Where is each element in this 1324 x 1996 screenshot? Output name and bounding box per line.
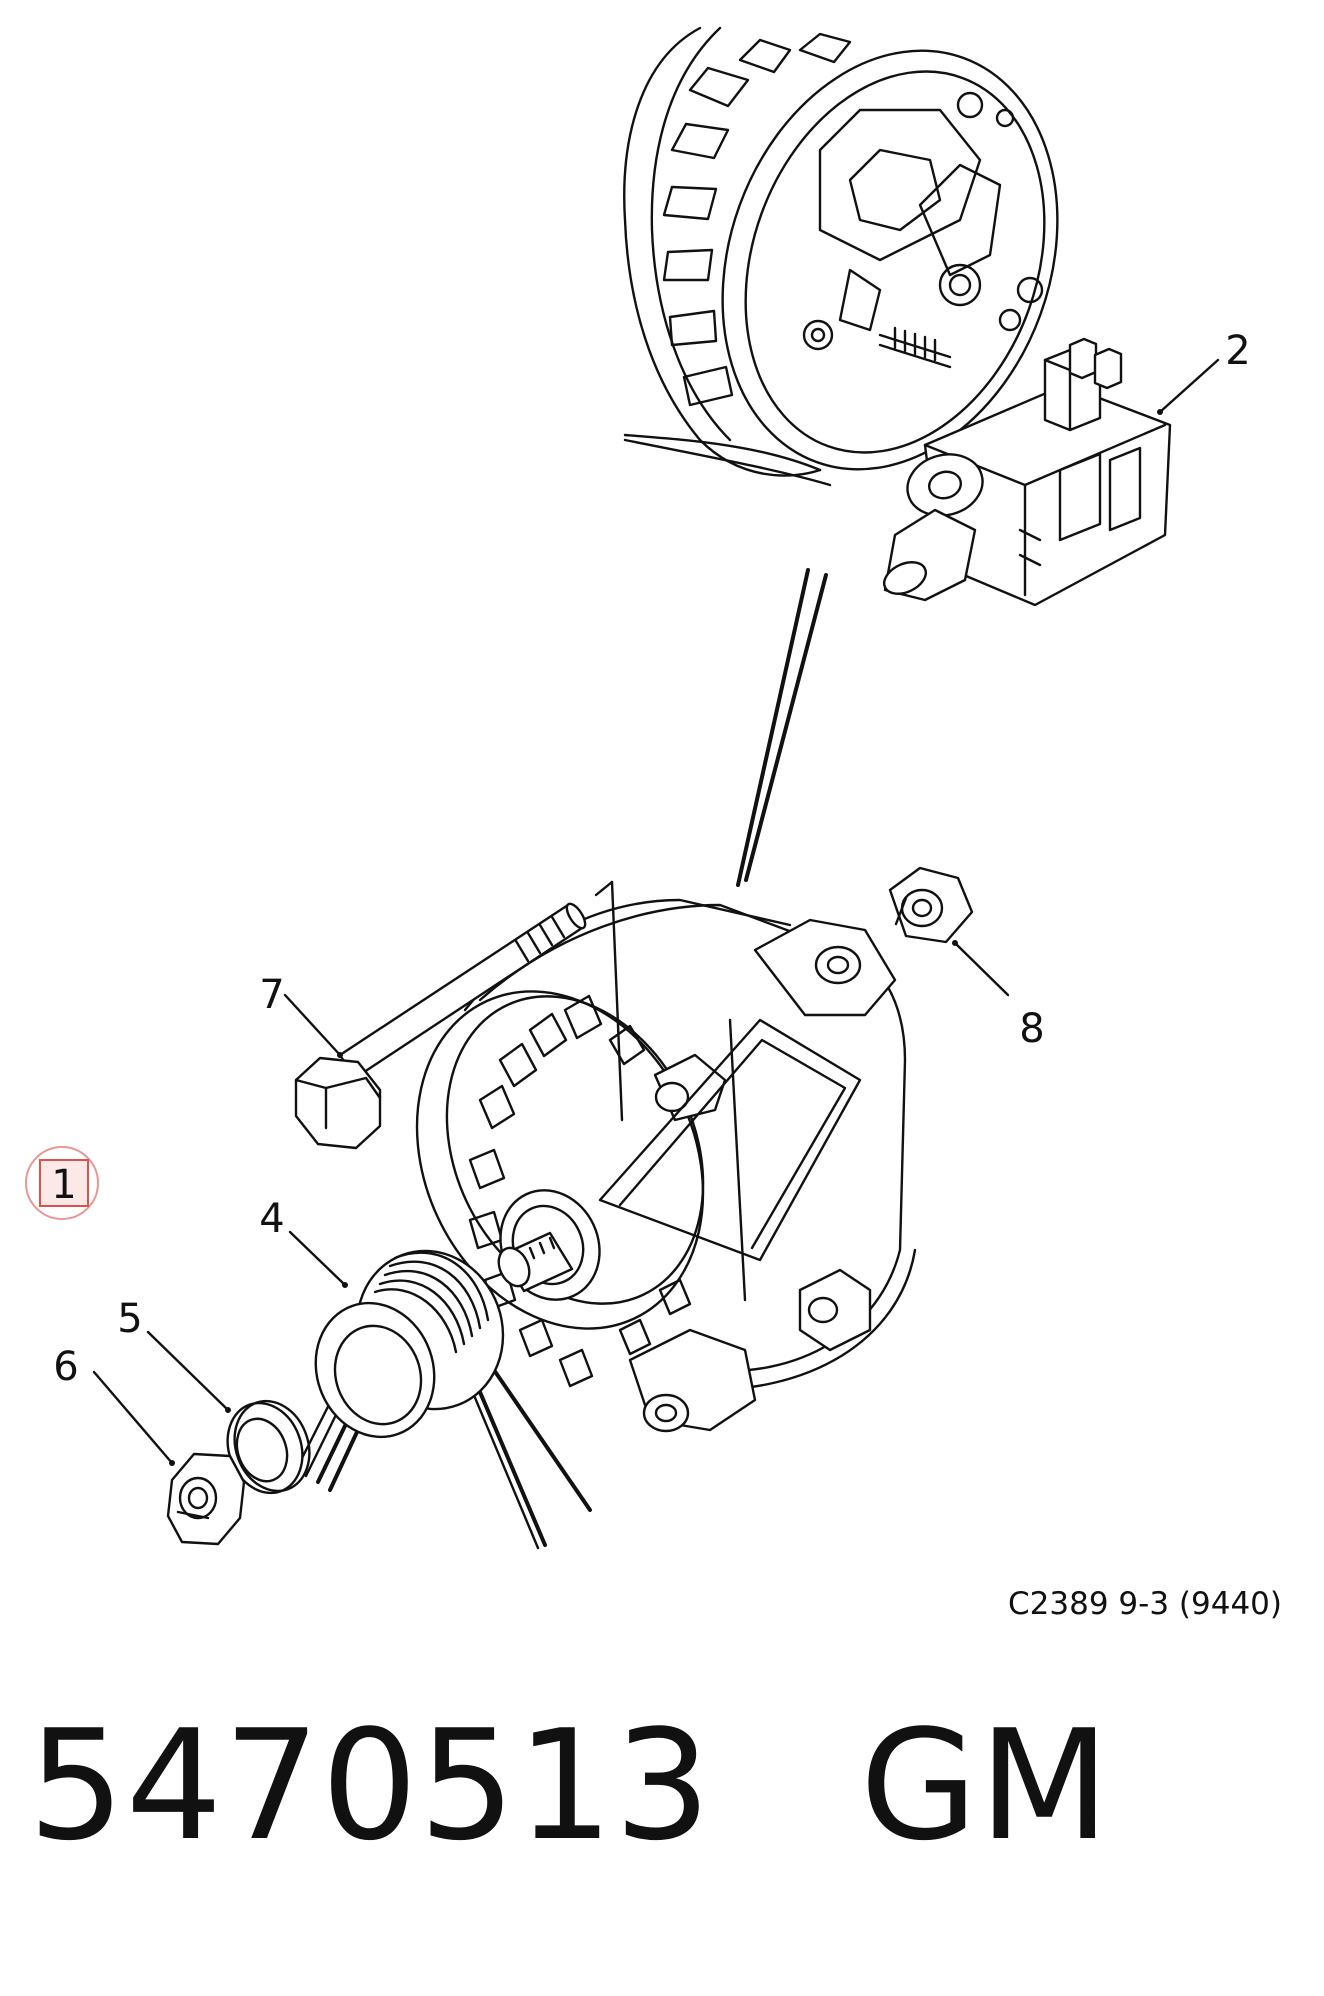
diagram-caption: C2389 9-3 (9440): [1008, 1586, 1282, 1622]
callout-1-box: [39, 1159, 89, 1207]
assembly-leader: [744, 573, 828, 882]
assembly-leader: [736, 568, 810, 887]
callout-label-5[interactable]: 5: [117, 1296, 142, 1342]
pulley-and-belt: [294, 1249, 592, 1550]
through-bolt: [294, 902, 587, 1150]
callout-label-1: 1: [51, 1162, 76, 1208]
assembly-leader: [594, 880, 614, 897]
callout-label-8[interactable]: 8: [1019, 1006, 1044, 1052]
nut-6: [166, 1452, 246, 1546]
washer-5: [226, 1399, 311, 1495]
callout-1[interactable]: 1: [25, 1146, 99, 1220]
alternator-body: [415, 898, 917, 1433]
callout-label-2[interactable]: 2: [1225, 328, 1250, 374]
callout-leaders: [92, 358, 1220, 1466]
callout-label-6[interactable]: 6: [53, 1344, 78, 1390]
nut-8: [888, 866, 974, 944]
callout-label-7[interactable]: 7: [259, 972, 284, 1018]
part-number: 5470513 GM: [28, 1697, 1111, 1874]
alternator-rear-housing: [623, 26, 1059, 487]
cooling-slots: [662, 32, 852, 407]
callout-label-4[interactable]: 4: [259, 1196, 284, 1242]
assembly-leader: [610, 880, 624, 1122]
voltage-regulator: [883, 337, 1172, 607]
